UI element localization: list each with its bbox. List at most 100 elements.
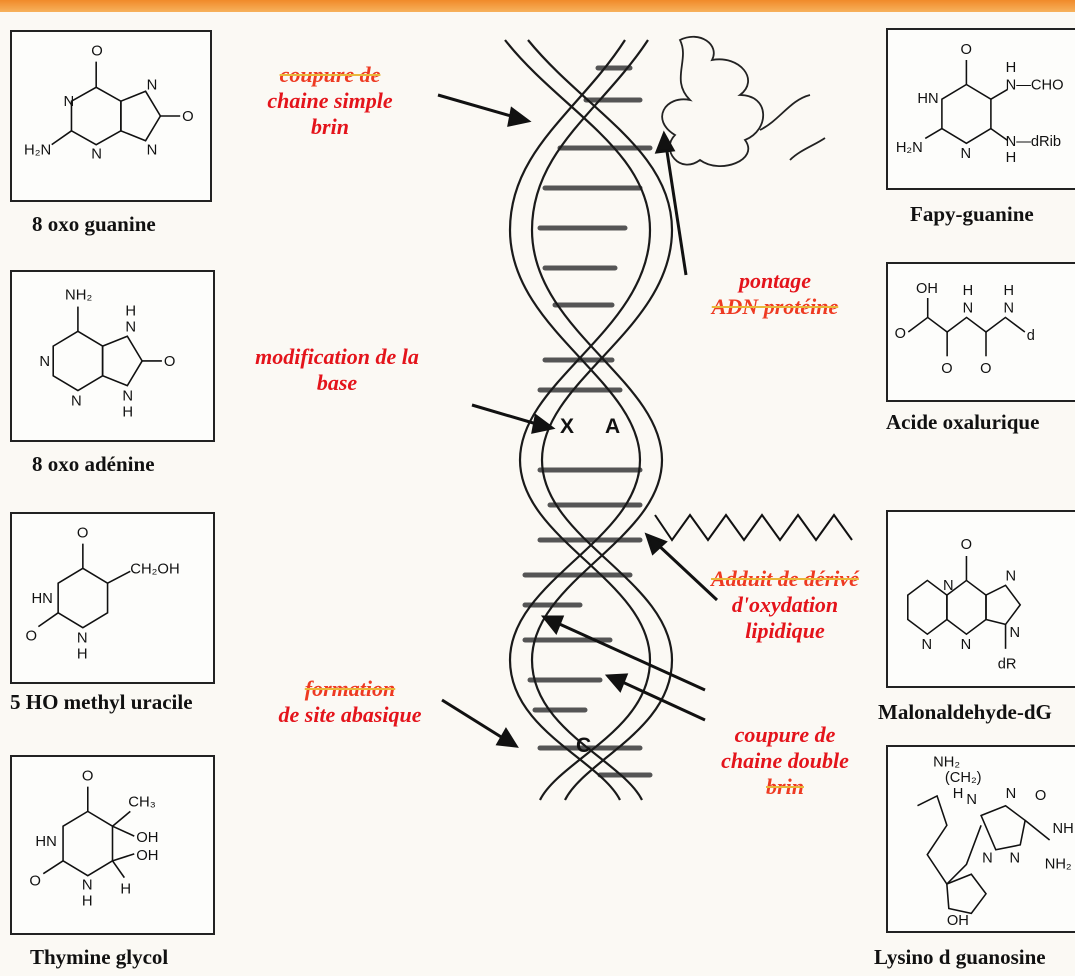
- structure-malonaldehyde-dg: O N N N N N dR: [886, 510, 1075, 688]
- atom: N: [963, 301, 974, 317]
- label-line: ADN protéine: [711, 294, 839, 319]
- caption-thymine-glycol: Thymine glycol: [30, 945, 169, 969]
- atom: O: [980, 361, 991, 377]
- structure-acide-oxalurique: OH H H O N N d O O: [886, 262, 1075, 402]
- atom: N: [39, 354, 50, 370]
- arrows: [437, 93, 719, 748]
- label-coupure-simple-brin: coupure de chaine simple brin: [245, 62, 415, 140]
- caption-lysino-d-guanosine: Lysino d guanosine: [874, 945, 1046, 969]
- structure-fapy-guanine: O H N—CHO HN H₂N N N—dRib H: [886, 28, 1075, 190]
- label-line: d'oxydation: [731, 592, 839, 617]
- atom: HN: [917, 91, 938, 107]
- atom: O: [82, 769, 94, 785]
- label-formation-site-abasique: formation de site abasique: [255, 676, 445, 728]
- atom: N: [1009, 625, 1020, 641]
- atom: dR: [998, 656, 1017, 672]
- atom: OH: [136, 848, 158, 864]
- atom: N: [1003, 301, 1014, 317]
- atom: N: [64, 94, 75, 110]
- helix-strands: [504, 39, 674, 801]
- atom: d: [1027, 328, 1035, 344]
- protein-squiggle: [661, 35, 826, 167]
- caption-malonaldehyde-dg: Malonaldehyde-dG: [878, 700, 1052, 724]
- label-line: formation: [304, 676, 396, 701]
- label-modification-base: modification de la base: [222, 344, 452, 396]
- atom: NH₂: [65, 288, 92, 304]
- label-coupure-double-brin: coupure de chaine double brin: [700, 722, 870, 800]
- label-line: base: [316, 370, 358, 395]
- atom: O: [1035, 788, 1046, 804]
- structure-5-ho-methyl-uracile: O CH₂OH HN O N H: [10, 512, 215, 684]
- caption-acide-oxalurique: Acide oxalurique: [886, 410, 1040, 434]
- structure-lysino-d-guanosine: NH₂ (CH₂) H N N O NH N N NH₂ OH: [886, 745, 1075, 933]
- atom: N: [125, 319, 136, 335]
- atom: H: [1006, 150, 1017, 166]
- caption-8-oxo-guanine: 8 oxo guanine: [32, 212, 156, 236]
- atom: NH₂: [933, 755, 960, 771]
- atom: O: [961, 42, 972, 58]
- label-line: brin: [311, 114, 349, 139]
- lipid-zigzag: [654, 513, 853, 542]
- label-pontage-adn-proteine: pontage ADN protéine: [690, 268, 860, 320]
- atom: N: [147, 143, 158, 159]
- atom: N: [943, 578, 954, 594]
- atom: N: [71, 393, 82, 409]
- atom: NH₂: [1045, 856, 1072, 872]
- label-line: coupure de: [279, 62, 381, 87]
- label-adduit-oxydation-lipidique: Adduit de dérivé d'oxydation lipidique: [680, 566, 890, 644]
- caption-8-oxo-adenine: 8 oxo adénine: [32, 452, 155, 476]
- helix-letter-c: C: [576, 734, 591, 757]
- atom: N: [966, 792, 977, 808]
- label-line: brin: [766, 774, 804, 799]
- atom: NH: [1053, 821, 1074, 837]
- caption-fapy-guanine: Fapy-guanine: [910, 202, 1034, 226]
- atom: N: [961, 637, 972, 653]
- atom: N: [91, 146, 102, 162]
- atom: H: [120, 881, 131, 897]
- atom: H: [963, 283, 974, 299]
- top-border: [0, 0, 1075, 12]
- structure-8-oxo-guanine: O N N N N O H₂N: [10, 30, 212, 202]
- label-line: pontage: [738, 268, 812, 293]
- label-line: chaine simple: [267, 88, 393, 113]
- label-line: de site abasique: [278, 702, 422, 727]
- atom: CH₂OH: [130, 561, 179, 577]
- caption-5-ho-methyl-uracile: 5 HO methyl uracile: [10, 690, 193, 714]
- atom: O: [26, 628, 38, 644]
- atom: O: [77, 526, 89, 542]
- atom: N—CHO: [1006, 77, 1064, 93]
- atom: H: [82, 893, 93, 909]
- label-line: coupure de: [734, 722, 836, 747]
- atom: OH: [136, 830, 158, 846]
- atom: H: [125, 303, 136, 319]
- label-line: Adduit de dérivé: [711, 566, 859, 591]
- atom: N: [147, 77, 158, 93]
- label-line: modification de la: [255, 344, 419, 369]
- atom: HN: [35, 834, 56, 850]
- atom: HN: [31, 591, 52, 607]
- atom: (CH₂): [945, 770, 982, 786]
- atom: O: [29, 874, 41, 890]
- atom: N: [1006, 568, 1017, 584]
- atom: CH₃: [128, 794, 155, 810]
- atom: H₂N: [24, 143, 51, 159]
- atom: H: [1006, 60, 1017, 76]
- atom: H: [1003, 283, 1014, 299]
- label-line: lipidique: [745, 618, 825, 643]
- atom: O: [91, 44, 103, 60]
- atom: H: [122, 404, 133, 420]
- helix-letter-x: X: [560, 415, 574, 438]
- label-line: chaine double: [721, 748, 849, 773]
- atom: N: [82, 877, 93, 893]
- helix-letter-a: A: [605, 415, 620, 438]
- atom: O: [961, 537, 972, 553]
- atom: N: [921, 637, 932, 653]
- atom: O: [182, 109, 194, 125]
- structure-thymine-glycol: O CH₃ HN OH OH O N H H: [10, 755, 215, 935]
- atom: N: [982, 850, 993, 866]
- atom: OH: [947, 913, 969, 929]
- atom: O: [941, 361, 952, 377]
- atom: H₂N: [896, 140, 923, 156]
- atom: O: [895, 326, 906, 342]
